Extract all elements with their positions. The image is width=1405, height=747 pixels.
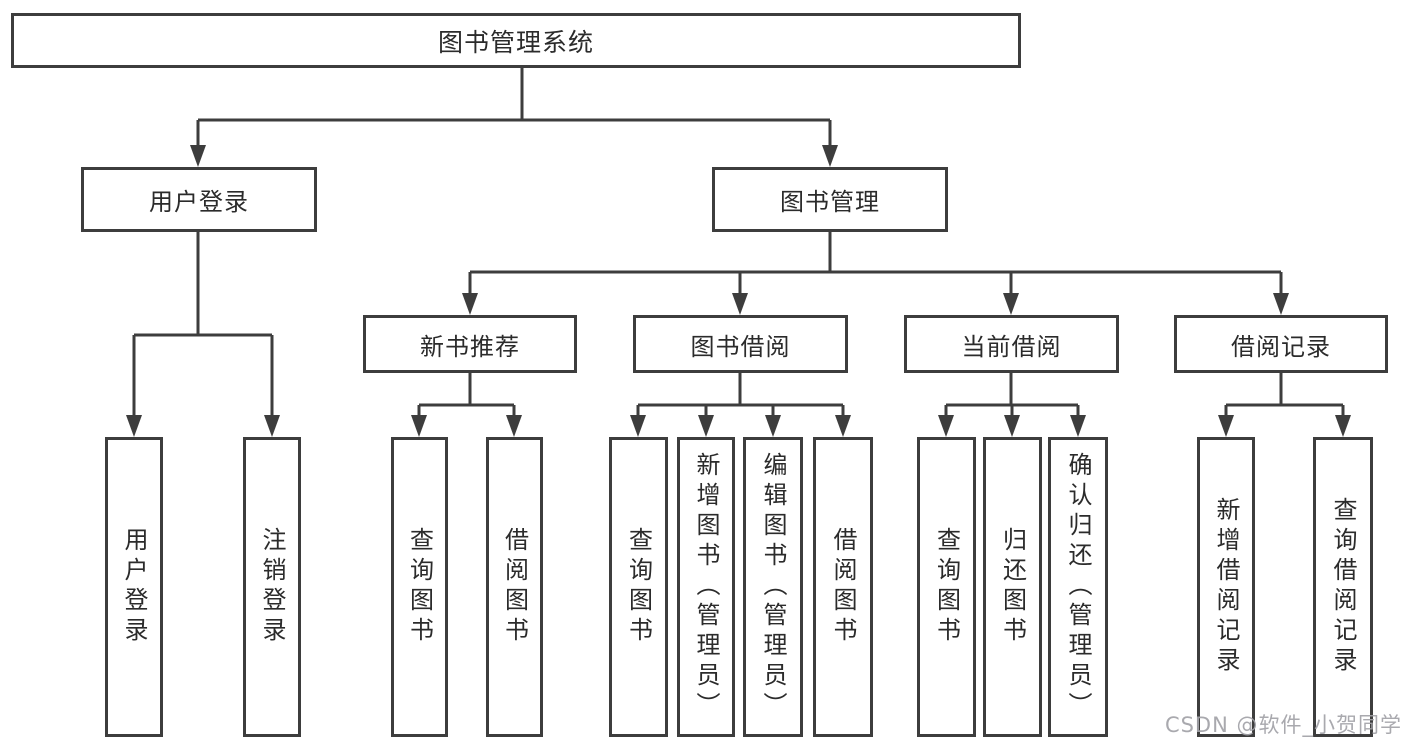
leaf-query-borrow-record: 查询借阅记录: [1313, 437, 1373, 737]
node-label: 图书管理系统: [437, 27, 594, 57]
node-label: 当前借阅: [961, 332, 1062, 361]
leaf-return-books: 归还图书: [983, 437, 1042, 737]
leaf-logout: 注销登录: [243, 437, 301, 737]
node-label: 借阅图书: [829, 527, 857, 647]
node-label: 用户登录: [149, 188, 249, 216]
csdn-watermark: CSDN @软件_小贺同学: [1164, 713, 1402, 737]
node-label: 借阅图书: [500, 527, 529, 647]
leaf-query-books-recommend: 查询图书: [391, 437, 448, 737]
node-label: 图书管理: [780, 188, 880, 216]
leaf-borrow-books: 借阅图书: [813, 437, 873, 737]
node-label: 用户登录: [120, 527, 148, 647]
node-label: 查询图书: [624, 527, 653, 647]
node-book-management: 图书管理: [712, 167, 948, 232]
leaf-add-borrow-record: 新增借阅记录: [1197, 437, 1255, 737]
node-label: 查询图书: [405, 527, 434, 647]
node-label: 确认归还（管理员）: [1064, 452, 1092, 722]
node-new-book-recommendation: 新书推荐: [363, 315, 577, 373]
node-label: 新增图书（管理员）: [692, 452, 720, 722]
node-label: 归还图书: [998, 527, 1027, 647]
leaf-user-login: 用户登录: [105, 437, 163, 737]
node-current-borrowing: 当前借阅: [904, 315, 1119, 373]
node-label: 查询图书: [932, 527, 961, 647]
node-label: 编辑图书（管理员）: [759, 452, 787, 722]
node-label: 图书借阅: [690, 332, 791, 361]
leaf-borrow-books-recommend: 借阅图书: [486, 437, 543, 737]
node-library-management-system: 图书管理系统: [11, 13, 1021, 68]
node-user-login: 用户登录: [81, 167, 317, 232]
node-book-borrowing: 图书借阅: [633, 315, 848, 373]
node-borrowing-records: 借阅记录: [1174, 315, 1388, 373]
leaf-query-books-borrow: 查询图书: [609, 437, 668, 737]
leaf-add-books-admin: 新增图书（管理员）: [677, 437, 735, 737]
arrowheads: [126, 145, 1351, 437]
node-label: 注销登录: [258, 527, 286, 647]
node-label: 新书推荐: [420, 332, 520, 361]
node-label: 借阅记录: [1231, 332, 1331, 361]
leaf-confirm-return-admin: 确认归还（管理员）: [1048, 437, 1108, 737]
node-label: 查询借阅记录: [1329, 497, 1357, 677]
leaf-query-books-current: 查询图书: [917, 437, 976, 737]
node-label: 新增借阅记录: [1212, 497, 1240, 677]
leaf-edit-books-admin: 编辑图书（管理员）: [743, 437, 803, 737]
